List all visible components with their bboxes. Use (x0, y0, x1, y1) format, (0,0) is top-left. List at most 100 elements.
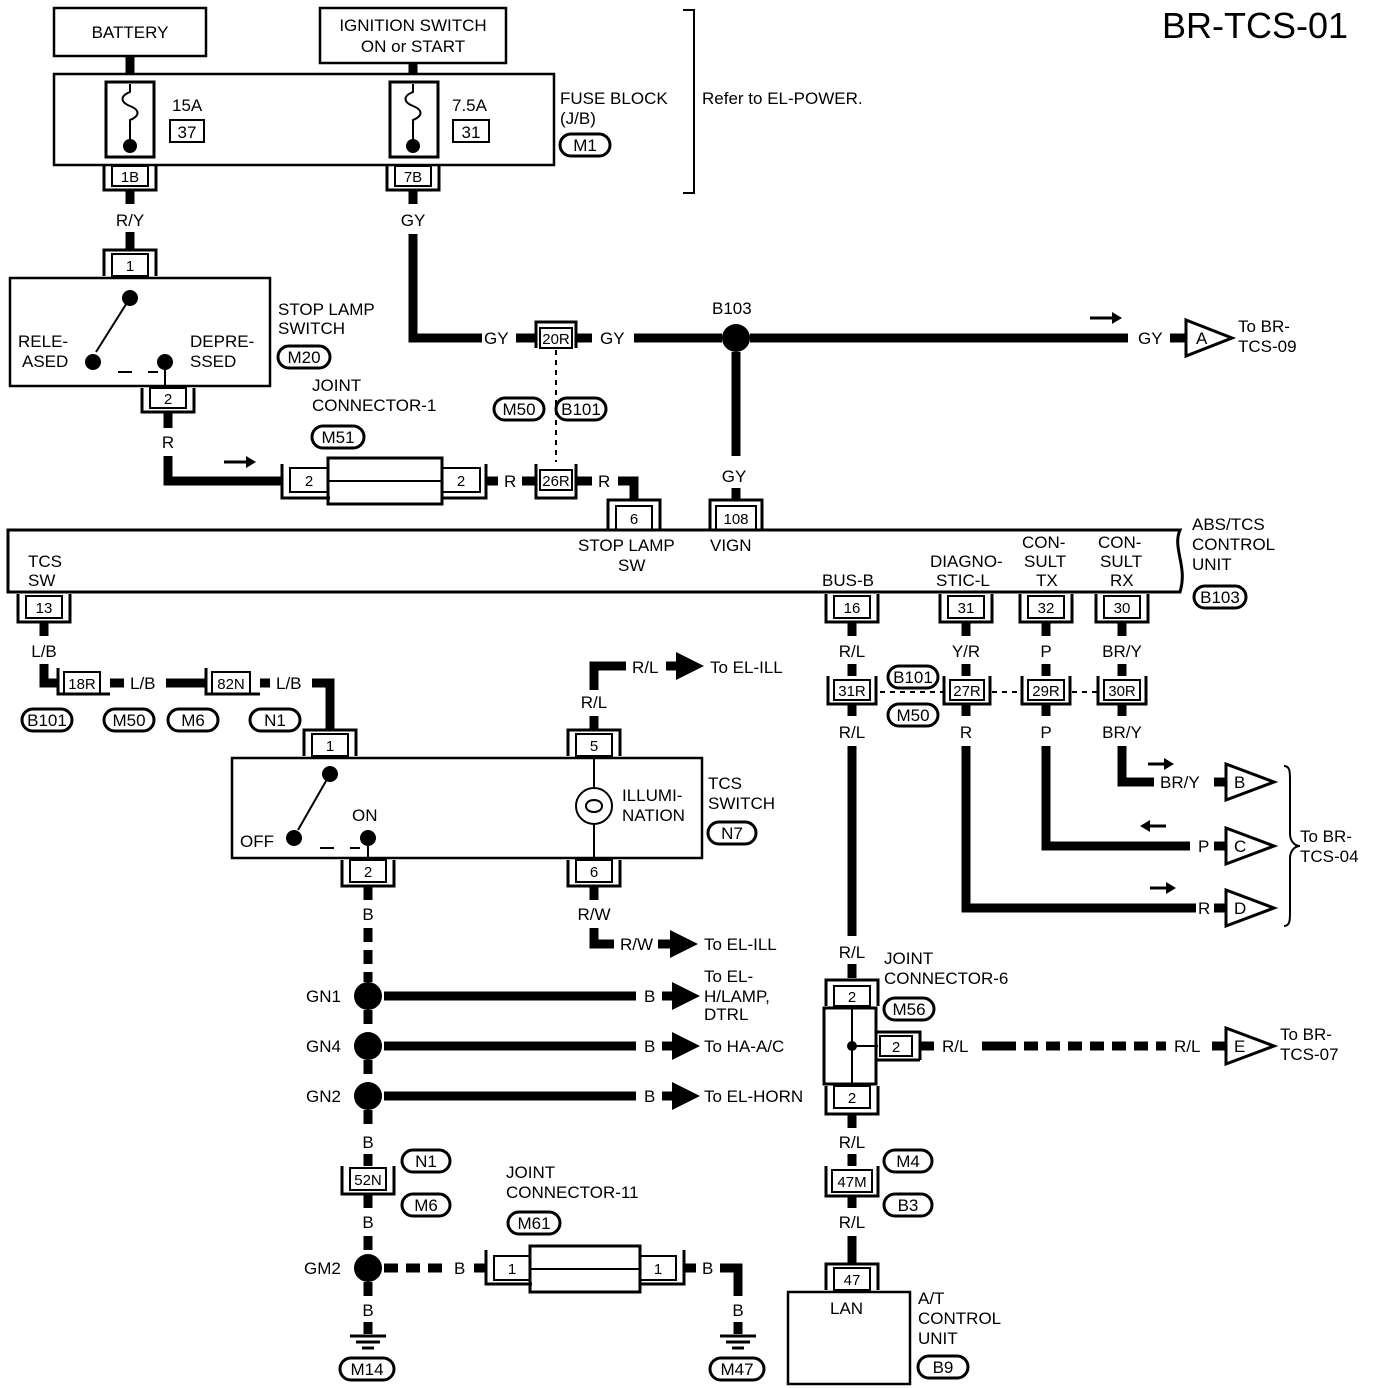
at-connector-code: B9 (933, 1358, 954, 1377)
connector-26r: 26R (534, 464, 578, 500)
abs-pin-32-label: 32 (1038, 600, 1055, 617)
connector-7b: 7B (385, 165, 441, 192)
connector-code-m4: M4 (896, 1152, 920, 1171)
to-a-arrow (1184, 317, 1237, 359)
wire-color-rl-busb-2: R/L (839, 723, 865, 742)
abs-tcs-sw-label-line2: SW (28, 571, 55, 590)
wire-color-lb-2: L/B (130, 674, 156, 693)
stop-lamp-switch: 1 RELE- ASED DEPRE- SSED (8, 248, 272, 388)
connector-31r-label: 31R (838, 683, 866, 700)
wire-color-rw-out: R/W (620, 935, 653, 954)
wire-color-rl-5: R/L (839, 1213, 865, 1232)
abs-tcs-sw-label: TCS (28, 552, 62, 571)
wire-color-ry: R/Y (116, 211, 144, 230)
abs-consult-rx-line2: SULT (1100, 552, 1142, 571)
joint-connector-1-code: M51 (321, 428, 354, 447)
abs-pin-30: 30 (1094, 594, 1150, 624)
tcs-off-label: OFF (240, 832, 274, 851)
abs-consult-tx-line1: CON- (1022, 533, 1065, 552)
abs-stop-lamp-sw-label: STOP LAMP (578, 536, 675, 555)
to-el-ill-top: To EL-ILL (710, 658, 783, 677)
connector-30r: 30R (1096, 676, 1148, 706)
connector-code-b101-right: B101 (893, 668, 933, 687)
abs-pin-6-label: 6 (630, 511, 638, 528)
to-c-arrow (1224, 825, 1279, 867)
ground-symbol-m47 (720, 1334, 756, 1350)
abs-bus-b-label: BUS-B (822, 571, 874, 590)
at-pin-47: 47 (844, 1272, 861, 1289)
joint-connector-1: 2 2 (280, 456, 488, 506)
tcs-switch-pin-5: 5 (590, 738, 598, 755)
connector-code-b101-upper: B101 (561, 400, 601, 419)
to-d-arrow (1224, 887, 1279, 929)
wire-color-rw: R/W (577, 905, 610, 924)
to-b-letter: B (1234, 773, 1245, 792)
connector-18r-label: 18R (68, 676, 96, 693)
connector-code-b3: B3 (898, 1196, 919, 1215)
connector-52n-label: 52N (354, 1172, 382, 1189)
depressed-label-line1: DEPRE- (190, 332, 254, 351)
to-br-tcs-04-line2: TCS-04 (1300, 847, 1359, 866)
at-control-unit-label-line3: UNIT (918, 1329, 958, 1348)
ground-gn2-label: GN2 (306, 1087, 341, 1106)
abs-unit-label: UNIT (1192, 555, 1232, 574)
abs-tcs-label: ABS/TCS (1192, 515, 1265, 534)
connector-code-m50-upper: M50 (502, 400, 535, 419)
battery-label: BATTERY (92, 23, 169, 42)
stop-lamp-switch-label-line2: SWITCH (278, 319, 345, 338)
fuse-block: 15A 37 7.5A 31 (52, 72, 556, 167)
wire-color-lb-1: L/B (31, 642, 57, 661)
abs-pin-30-label: 30 (1114, 600, 1131, 617)
ground-splice-gn2 (354, 1082, 382, 1110)
abs-pin-16-label: 16 (844, 600, 861, 617)
to-c-letter: C (1234, 837, 1246, 856)
connector-52n: 52N (340, 1166, 396, 1196)
fuse-31-number: 31 (462, 123, 481, 142)
connector-47m: 47M (824, 1166, 880, 1198)
wire-color-gy-top: GY (401, 211, 426, 230)
joint-connector-11: 1 1 (484, 1244, 686, 1294)
to-el-hlamp-line3: DTRL (704, 1005, 748, 1024)
wire-color-r-out: R (1198, 899, 1210, 918)
fuse-7-5a-rating: 7.5A (452, 96, 488, 115)
connector-29r: 29R (1020, 676, 1072, 706)
connector-code-m14: M14 (350, 1360, 383, 1379)
joint-6-pin-top: 2 (848, 989, 856, 1006)
joint-6-pin-side: 2 (892, 1039, 900, 1056)
abs-pin-6: 6 (606, 498, 662, 531)
arrow-to-el-ill-top (676, 652, 704, 680)
wire-color-rl-illum: R/L (581, 693, 607, 712)
abs-diagnostic-label-line2: STIC-L (936, 571, 990, 590)
wire-color-b-gn4: B (644, 1037, 655, 1056)
wire-color-rl-3: R/L (839, 943, 865, 962)
ground-splice-gn1 (354, 982, 382, 1010)
tcs-switch-connector-code: N7 (721, 824, 743, 843)
joint-6-pin-bottom: 2 (848, 1090, 856, 1107)
connector-1b-label: 1B (121, 169, 139, 186)
abs-consult-tx-line3: TX (1036, 571, 1058, 590)
joint-11-pin-right: 1 (654, 1261, 662, 1278)
arrow-gn2 (672, 1082, 700, 1110)
wire-color-yr: Y/R (952, 642, 980, 661)
tcs-switch-pin-1: 1 (326, 738, 334, 755)
stop-lamp-switch-label: STOP LAMP (278, 300, 375, 319)
joint-connector-11-label-line2: CONNECTOR-11 (506, 1183, 639, 1202)
joint-connector-1-label-line2: CONNECTOR-1 (312, 396, 436, 415)
wire-color-b-6: B (732, 1301, 743, 1320)
joint-1-pin-right: 2 (457, 473, 465, 490)
connector-code-m50-right: M50 (896, 706, 929, 725)
wire-color-r-diag: R (960, 723, 972, 742)
wire-color-b-1: B (362, 905, 373, 924)
to-br-tcs-04-line1: To BR- (1300, 827, 1352, 846)
ignition-label-line2: ON or START (361, 37, 465, 56)
wire-color-b-gn2: B (644, 1087, 655, 1106)
ground-gm2-label: GM2 (304, 1259, 341, 1278)
joint-connector-6-label-line2: CONNECTOR-6 (884, 969, 1008, 988)
to-e-arrow (1224, 1025, 1279, 1067)
abs-pin-108: 108 (708, 498, 764, 531)
connector-82n: 82N (204, 668, 260, 696)
connector-20r: 20R (534, 320, 578, 349)
wire-color-rl-side-2: R/L (1174, 1037, 1200, 1056)
stop-lamp-pin-2: 2 (140, 387, 196, 414)
